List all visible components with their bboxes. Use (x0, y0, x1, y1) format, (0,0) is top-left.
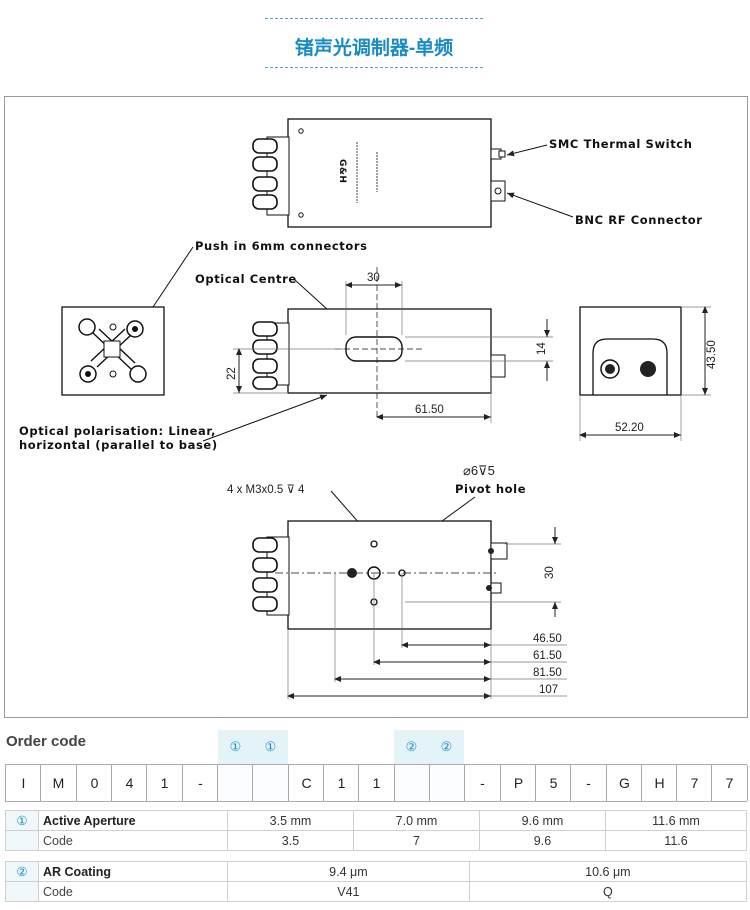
aperture-marker-2: ① (253, 730, 288, 764)
coating-code: Q (468, 881, 748, 902)
code-cell: C (288, 765, 324, 801)
polarisation-label-2: horizontal (parallel to base) (19, 438, 218, 452)
aperture-value[interactable]: 11.6 mm (605, 810, 747, 831)
aperture-table: ① Active Aperture 3.5 mm 7.0 mm 9.6 mm 1… (5, 810, 747, 851)
drawing-canvas: G&H SMC Thermal Switch BNC RF Connector … (19, 118, 718, 699)
aperture-code: 3.5 (227, 830, 354, 851)
page-title-block: 锗声光调制器-单频 (265, 18, 483, 68)
coating-marker-1: ② (394, 730, 429, 764)
code-cell: 7 (711, 765, 748, 801)
code-cell: I (5, 765, 41, 801)
smc-label: SMC Thermal Switch (549, 137, 693, 151)
coating-number-badge: ② (5, 861, 39, 882)
code-cell: 1 (323, 765, 359, 801)
aperture-code-label: Code (38, 830, 228, 851)
aperture-value[interactable]: 7.0 mm (353, 810, 480, 831)
coating-code-spacer (5, 881, 39, 902)
code-cell: 1 (146, 765, 182, 801)
coating-code: V41 (227, 881, 470, 902)
optical-centre-label: Optical Centre (195, 272, 297, 286)
code-cell: 1 (358, 765, 394, 801)
code-cell: - (182, 765, 218, 801)
push-connectors-label: Push in 6mm connectors (195, 239, 368, 253)
smc-leader (506, 144, 548, 157)
order-code-row: I M 0 4 1 - C 1 1 - P 5 - G H 7 7 (5, 764, 748, 802)
coating-values-row: ② AR Coating 9.4 μm 10.6 μm (5, 861, 748, 882)
polarisation-label-1: Optical polarisation: Linear, (19, 424, 216, 438)
aperture-value[interactable]: 3.5 mm (227, 810, 354, 831)
coating-value[interactable]: 10.6 μm (468, 861, 748, 882)
coating-table: ② AR Coating 9.4 μm 10.6 μm Code V41 Q (5, 861, 748, 902)
bnc-label: BNC RF Connector (575, 213, 703, 227)
polarisation-leader (202, 394, 328, 442)
dim-22: 22 (226, 367, 238, 380)
code-cell: - (570, 765, 606, 801)
bottom-view-device (252, 520, 508, 630)
aperture-code: 11.6 (605, 830, 747, 851)
coating-value[interactable]: 9.4 μm (227, 861, 470, 882)
aperture-title: Active Aperture (38, 810, 228, 831)
page-title: 锗声光调制器-单频 (294, 38, 454, 59)
aperture-marker-1: ① (218, 730, 253, 764)
coating-code-label: Code (38, 881, 228, 902)
code-cell: P (500, 765, 536, 801)
end-view-connectors (61, 306, 165, 396)
coating-marker-2: ② (429, 730, 464, 764)
code-cell: G (606, 765, 642, 801)
side-view-device (252, 267, 506, 417)
dim-30-bottom: 30 (544, 566, 556, 579)
title-bottom-rule (265, 67, 483, 68)
dim-61-50: 61.50 (533, 650, 562, 662)
dim-43-50: 43.50 (706, 340, 718, 369)
pivot-dim-label: ⌀6⊽5 (463, 463, 495, 478)
aperture-code: 7 (353, 830, 480, 851)
dim-61-50-mid: 61.50 (415, 404, 444, 416)
technical-drawing: G&H SMC Thermal Switch BNC RF Connector … (4, 96, 748, 718)
code-cell-aperture-slot[interactable] (217, 765, 253, 801)
code-cell: H (641, 765, 677, 801)
dim-52-20: 52.20 (615, 422, 644, 434)
code-cell-coating-slot[interactable] (394, 765, 430, 801)
code-cell: - (464, 765, 500, 801)
coating-title: AR Coating (38, 861, 228, 882)
code-cell-coating-slot[interactable] (429, 765, 465, 801)
code-cell: 7 (676, 765, 712, 801)
aperture-values-row: ① Active Aperture 3.5 mm 7.0 mm 9.6 mm 1… (5, 810, 747, 831)
code-cell: M (40, 765, 76, 801)
dim-14: 14 (536, 342, 548, 355)
dim-81-50: 81.50 (533, 667, 562, 679)
push-connector-stack-top (252, 136, 290, 216)
svg-text:G&H: G&H (337, 159, 347, 184)
aperture-code-row: Code 3.5 7 9.6 11.6 (5, 830, 747, 851)
end-view-bnc (579, 306, 682, 396)
code-cell: 4 (111, 765, 147, 801)
device-logo: G&H (337, 159, 347, 184)
aperture-number-badge: ① (5, 810, 39, 831)
coating-code-row: Code V41 Q (5, 881, 748, 902)
m3-label: 4 x M3x0.5 ⊽ 4 (227, 484, 305, 496)
dim-46-50: 46.50 (533, 633, 562, 645)
top-view-device: G&H (252, 118, 506, 228)
aperture-code-spacer (5, 830, 39, 851)
code-cell: 5 (535, 765, 571, 801)
dim-30-top: 30 (367, 272, 380, 284)
order-code-title: Order code (6, 733, 87, 750)
aperture-value[interactable]: 9.6 mm (479, 810, 606, 831)
aperture-code: 9.6 (479, 830, 606, 851)
bnc-leader (506, 192, 574, 218)
title-top-rule (265, 18, 483, 19)
code-cell: 0 (76, 765, 112, 801)
code-cell-aperture-slot[interactable] (252, 765, 288, 801)
pivot-hole-label: Pivot hole (455, 482, 526, 496)
dim-107: 107 (539, 684, 558, 696)
